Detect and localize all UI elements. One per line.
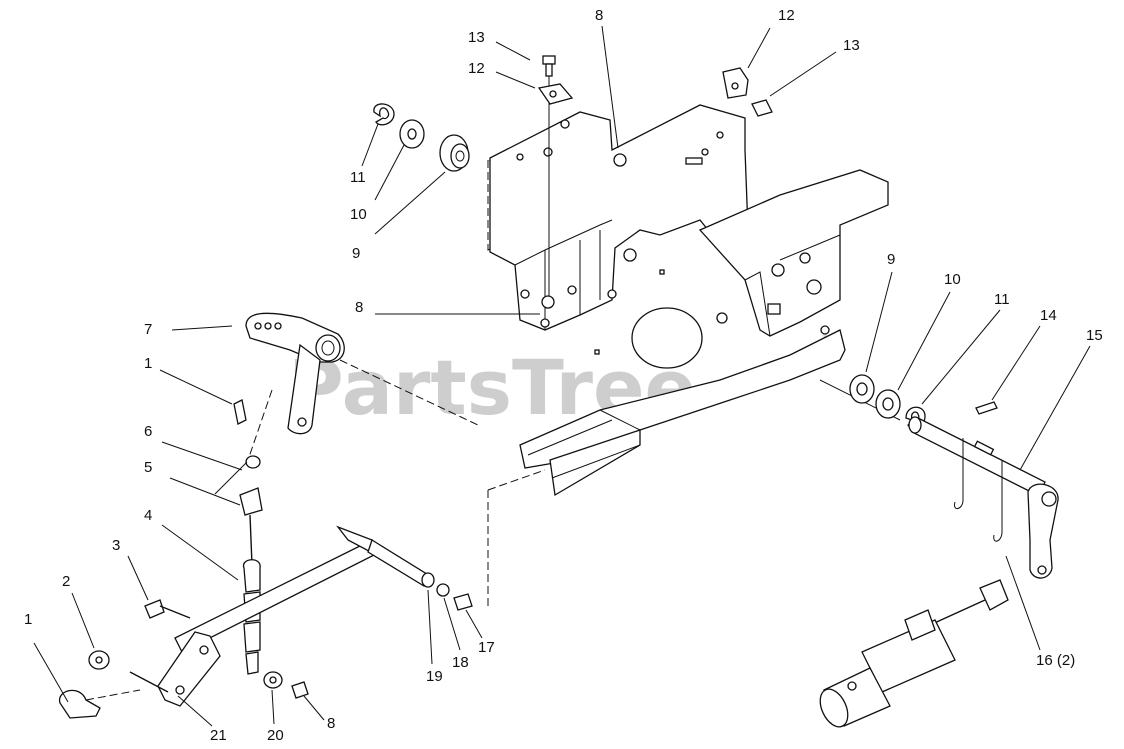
callout-21: 21 [210, 727, 227, 744]
callout-9-right: 9 [887, 251, 896, 268]
callout-18: 18 [452, 654, 469, 671]
callout-14: 14 [1040, 307, 1057, 324]
hydraulic-cylinder [819, 579, 1009, 728]
callout-2: 2 [62, 573, 71, 590]
callout-11-right: 11 [994, 291, 1010, 308]
callout-11-left: 11 [350, 169, 366, 186]
callout-15: 15 [1086, 327, 1103, 344]
callout-16: 16 (2) [1036, 652, 1076, 669]
link-chain-assembly [233, 399, 263, 675]
top-fasteners [537, 55, 773, 309]
callout-13-right: 13 [843, 37, 860, 54]
frame-assembly [487, 104, 889, 497]
callout-5: 5 [144, 459, 153, 476]
callout-8-bottom: 8 [327, 715, 336, 732]
callout-8-top: 8 [595, 7, 604, 24]
callout-3: 3 [112, 537, 121, 554]
callout-4: 4 [144, 507, 153, 524]
callout-1-lower: 1 [24, 611, 33, 628]
right-spacer-stack [819, 374, 926, 430]
lift-shaft-assembly [908, 401, 1059, 579]
callout-10-right: 10 [944, 271, 961, 288]
lift-arm [245, 312, 479, 461]
small-hardware [88, 469, 546, 699]
callout-19: 19 [426, 668, 443, 685]
callout-12-right: 12 [778, 7, 795, 24]
left-spacer-stack [373, 103, 470, 172]
callout-10-left: 10 [350, 206, 367, 223]
callout-7: 7 [144, 321, 153, 338]
callout-9-left: 9 [352, 245, 361, 262]
callout-1-upper: 1 [144, 355, 153, 372]
callout-6: 6 [144, 423, 153, 440]
callout-20: 20 [267, 727, 284, 744]
callout-leaders [33, 25, 1091, 727]
callout-12-top: 12 [468, 60, 485, 77]
crossbar-lever [59, 525, 431, 719]
callout-13-top: 13 [468, 29, 485, 46]
callout-8-center: 8 [355, 299, 364, 316]
callout-17: 17 [478, 639, 495, 656]
